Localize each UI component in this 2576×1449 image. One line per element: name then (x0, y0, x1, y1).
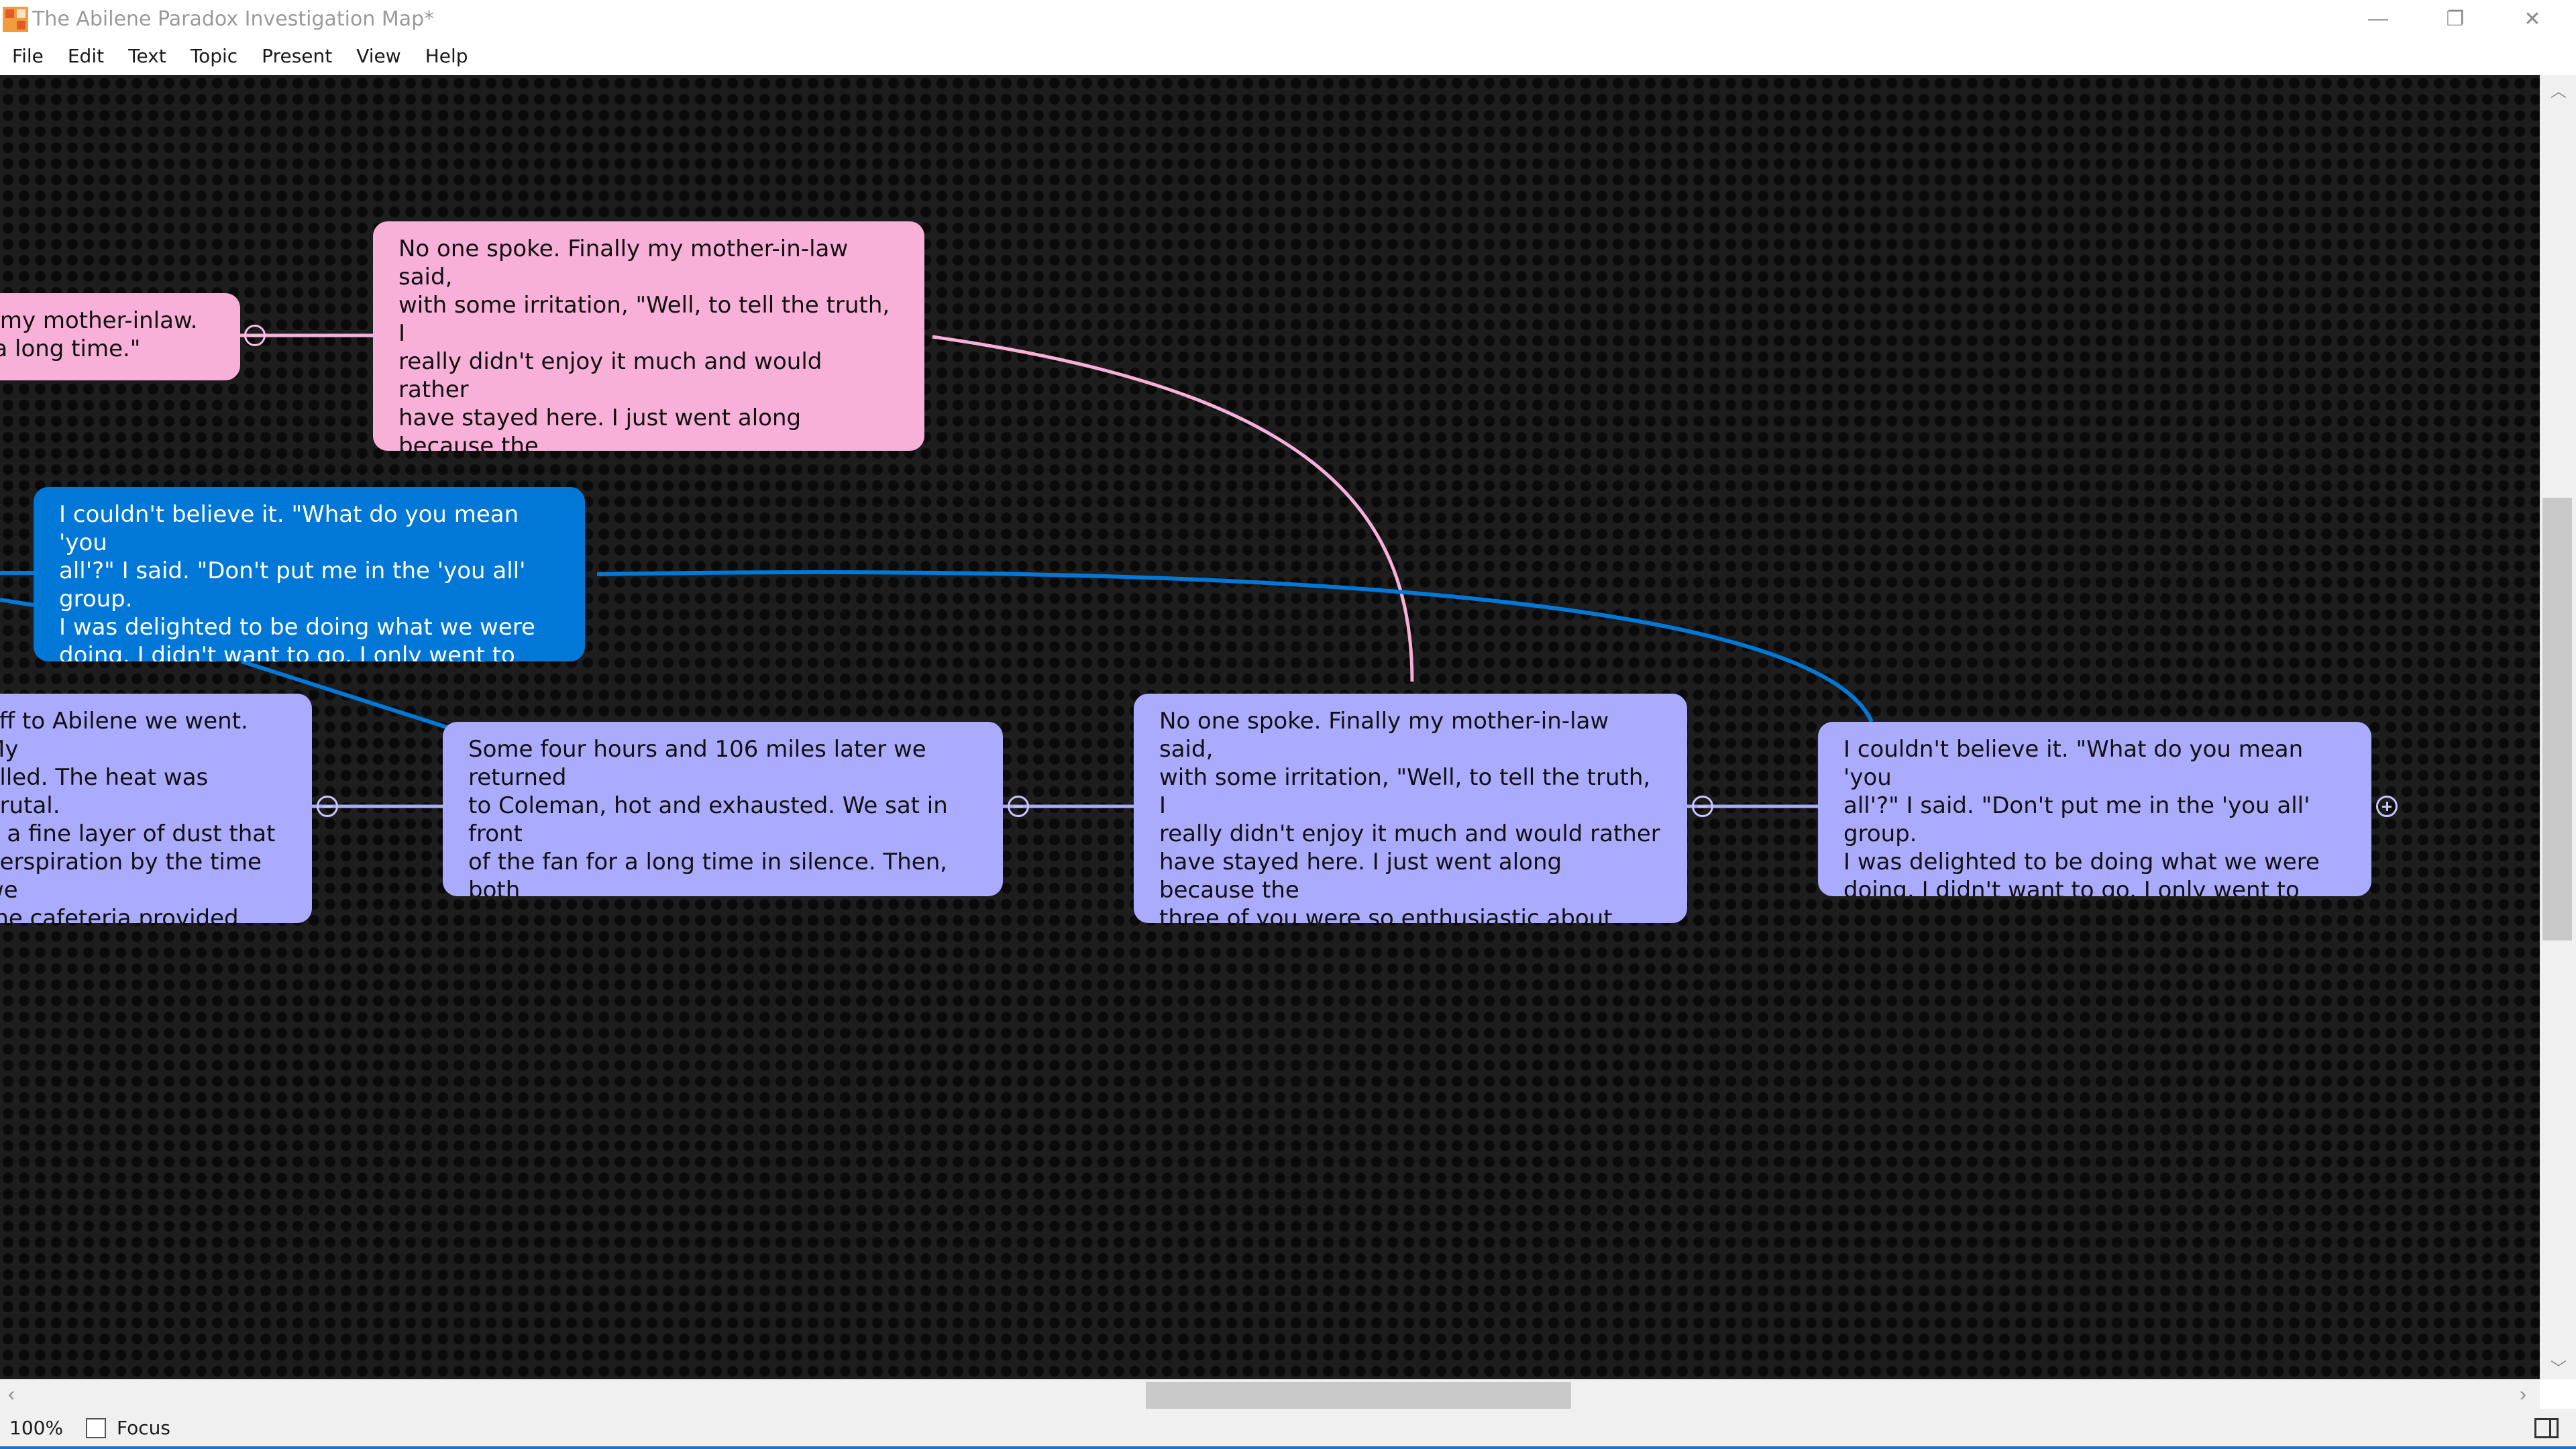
scroll-down-icon[interactable]: ﹀ (2551, 1360, 2567, 1378)
menu-help[interactable]: Help (425, 45, 468, 67)
topic-text: No one spoke. Finally my mother-in-law s… (1159, 708, 1660, 923)
menu-text[interactable]: Text (128, 45, 166, 67)
topic-text: I couldn't believe it. "What do you mean… (1843, 736, 2320, 896)
topic-node[interactable]: off to Abilene we went. My filled. The h… (0, 694, 312, 923)
collapse-icon[interactable] (1008, 796, 1029, 817)
topic-node[interactable]: Some four hours and 106 miles later we r… (443, 722, 1003, 896)
topic-text: id my mother-inlaw. n a long time." (0, 307, 198, 362)
scroll-right-icon[interactable]: › (2520, 1383, 2526, 1405)
link-blue-curve (596, 570, 1874, 723)
expand-icon[interactable] (2376, 796, 2398, 817)
vertical-scroll-thumb[interactable] (2542, 498, 2572, 941)
side-panel-icon[interactable] (2534, 1418, 2559, 1438)
focus-label[interactable]: Focus (117, 1417, 170, 1439)
link-pink-curve (932, 335, 1414, 682)
topic-text: No one spoke. Finally my mother-in-law s… (398, 235, 890, 451)
status-bar: 100% Focus (0, 1409, 2576, 1446)
collapse-icon[interactable] (244, 325, 266, 346)
horizontal-scroll-thumb[interactable] (1146, 1382, 1571, 1409)
collapse-icon[interactable] (1692, 796, 1713, 817)
menu-file[interactable]: File (12, 45, 44, 67)
restore-button[interactable]: ❐ (2446, 7, 2465, 30)
window-title: The Abilene Paradox Investigation Map* (32, 7, 435, 31)
focus-checkbox[interactable] (86, 1418, 106, 1438)
collapse-icon[interactable] (317, 796, 338, 817)
topic-node-selected[interactable]: I couldn't believe it. "What do you mean… (34, 487, 585, 661)
topic-text: Some four hours and 106 miles later we r… (468, 736, 948, 896)
topic-node[interactable]: No one spoke. Finally my mother-in-law s… (1134, 694, 1687, 923)
horizontal-scrollbar[interactable]: ‹ › (0, 1379, 2540, 1409)
vertical-scrollbar[interactable]: ︿ ﹀ (2540, 75, 2576, 1379)
taskbar-edge (0, 1446, 2576, 1449)
topic-node[interactable]: I couldn't believe it. "What do you mean… (1818, 722, 2371, 896)
topic-text: off to Abilene we went. My filled. The h… (0, 708, 276, 923)
topic-node[interactable]: id my mother-inlaw. n a long time." (0, 293, 240, 380)
title-bar: The Abilene Paradox Investigation Map* —… (0, 0, 2576, 38)
app-logo-icon (3, 7, 28, 32)
menu-bar: File Edit Text Topic Present View Help (0, 38, 2576, 75)
menu-edit[interactable]: Edit (67, 45, 105, 67)
link-blue-left-2 (0, 598, 34, 607)
topic-node[interactable]: No one spoke. Finally my mother-in-law s… (373, 221, 924, 451)
minimize-button[interactable]: — (2368, 7, 2388, 30)
link-blue-diagonal (241, 659, 451, 731)
topic-text: I couldn't believe it. "What do you mean… (59, 501, 535, 661)
mind-map-canvas[interactable]: id my mother-inlaw. n a long time." No o… (0, 75, 2540, 1379)
zoom-level[interactable]: 100% (9, 1417, 64, 1439)
menu-present[interactable]: Present (262, 45, 333, 67)
menu-topic[interactable]: Topic (190, 45, 238, 67)
close-button[interactable]: ✕ (2524, 7, 2541, 30)
scroll-up-icon[interactable]: ︿ (2551, 83, 2567, 101)
menu-view[interactable]: View (356, 45, 401, 67)
scroll-left-icon[interactable]: ‹ (8, 1383, 15, 1405)
